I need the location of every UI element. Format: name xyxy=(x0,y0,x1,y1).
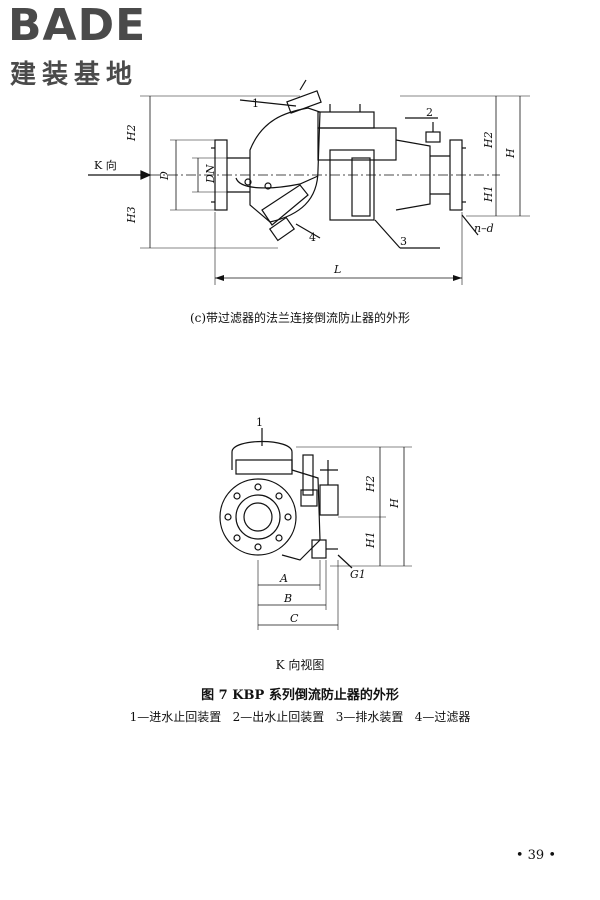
h3-label: H3 xyxy=(125,206,138,224)
part4-label-c: 4 xyxy=(309,231,316,244)
part2-label-c: 2 xyxy=(426,106,433,119)
logo: BADE 建装基地 xyxy=(8,4,188,94)
h-label-k: H xyxy=(388,498,401,509)
dn-label: DN xyxy=(204,164,217,184)
caption-k-view: K 向视图 xyxy=(275,658,325,672)
figure-title: 图 7 KBP 系列倒流防止器的外形 xyxy=(201,688,399,703)
b-dimension-label: B xyxy=(283,592,292,605)
logo-brand: BADE xyxy=(8,0,147,51)
g1-label: G1 xyxy=(350,568,366,581)
h2-label-k: H2 xyxy=(364,475,377,493)
logo-subtitle: 建装基地 xyxy=(10,60,139,90)
h-right-label: H xyxy=(504,148,517,159)
h2-left-label: H2 xyxy=(125,124,138,142)
l-dimension-label: L xyxy=(333,263,341,276)
part1-label-c: 1 xyxy=(252,97,259,110)
caption-c: (c)带过滤器的法兰连接倒流防止器的外形 xyxy=(189,311,411,325)
h1-label-k: H1 xyxy=(364,531,377,549)
c-dimension-label: C xyxy=(290,612,299,625)
part3-label-c: 3 xyxy=(400,235,407,248)
figure-legend: 1—进水止回装置 2—出水止回装置 3—排水装置 4—过滤器 xyxy=(129,710,471,724)
page-number: • 39 • xyxy=(515,848,556,863)
n-d-label: n–d xyxy=(474,222,494,235)
a-dimension-label: A xyxy=(279,572,288,585)
d-label: D xyxy=(158,171,171,181)
part1-label-k: 1 xyxy=(256,416,263,429)
diagram-k xyxy=(219,428,412,630)
k-direction-label: K 向 xyxy=(94,158,117,172)
h2-right-label: H2 xyxy=(482,131,495,149)
h1-right-label: H1 xyxy=(482,185,495,203)
diagram-c xyxy=(88,79,530,285)
